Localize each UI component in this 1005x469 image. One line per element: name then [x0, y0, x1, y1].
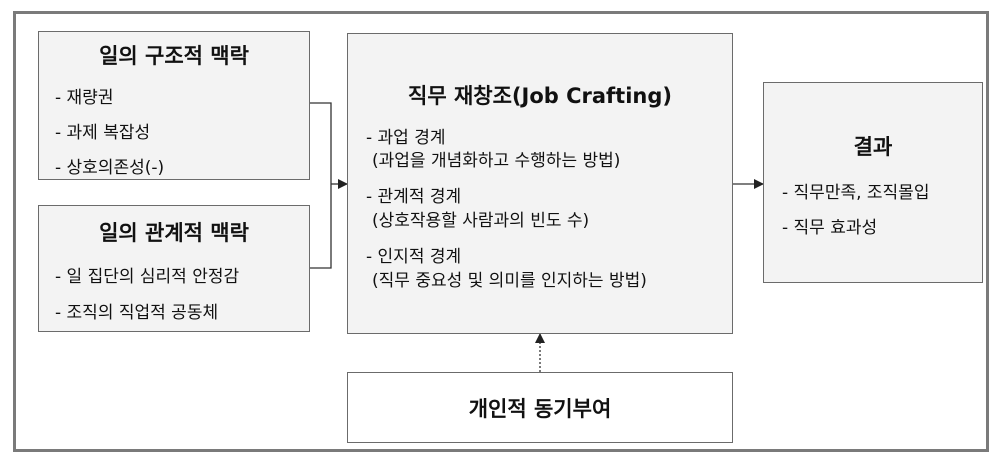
motivation-box: 개인적 동기부여: [347, 372, 733, 443]
left-bracket-line: [310, 102, 332, 269]
structural-item: - 과제 복잡성: [55, 123, 151, 143]
job-crafting-box: 직무 재창조(Job Crafting) - 과업 경계 (과업을 개념화하고 …: [347, 33, 733, 334]
outcome-title: 결과: [853, 135, 893, 159]
job-crafting-item-detail: (과업을 개념화하고 수행하는 방법): [372, 151, 621, 171]
job-crafting-item-label: - 인지적 경계: [366, 247, 462, 267]
outcome-box: 결과 - 직무만족, 조직몰입 - 직무 효과성: [763, 82, 983, 283]
job-crafting-item-detail: (상호작용할 사람과의 빈도 수): [372, 211, 590, 231]
outcome-item: - 직무 효과성: [782, 218, 878, 238]
job-crafting-item-label: - 관계적 경계: [366, 187, 462, 207]
motivation-title: 개인적 동기부여: [468, 397, 612, 421]
job-crafting-title: 직무 재창조(Job Crafting): [408, 84, 672, 108]
relational-item: - 조직의 직업적 공동체: [55, 303, 219, 323]
job-crafting-item-label: - 과업 경계: [366, 128, 446, 148]
structural-item: - 재량권: [55, 88, 114, 108]
relational-item: - 일 집단의 심리적 안정감: [55, 267, 240, 287]
structural-item: - 상호의존성(-): [55, 158, 165, 178]
job-crafting-item-detail: (직무 중요성 및 의미를 인지하는 방법): [372, 271, 647, 291]
structural-context-box: 일의 구조적 맥락 - 재량권 - 과제 복잡성 - 상호의존성(-): [38, 31, 310, 180]
relational-context-box: 일의 관계적 맥락 - 일 집단의 심리적 안정감 - 조직의 직업적 공동체: [38, 205, 310, 332]
relational-context-title: 일의 관계적 맥락: [99, 221, 249, 245]
structural-context-title: 일의 구조적 맥락: [99, 44, 249, 68]
outcome-item: - 직무만족, 조직몰입: [782, 183, 930, 203]
